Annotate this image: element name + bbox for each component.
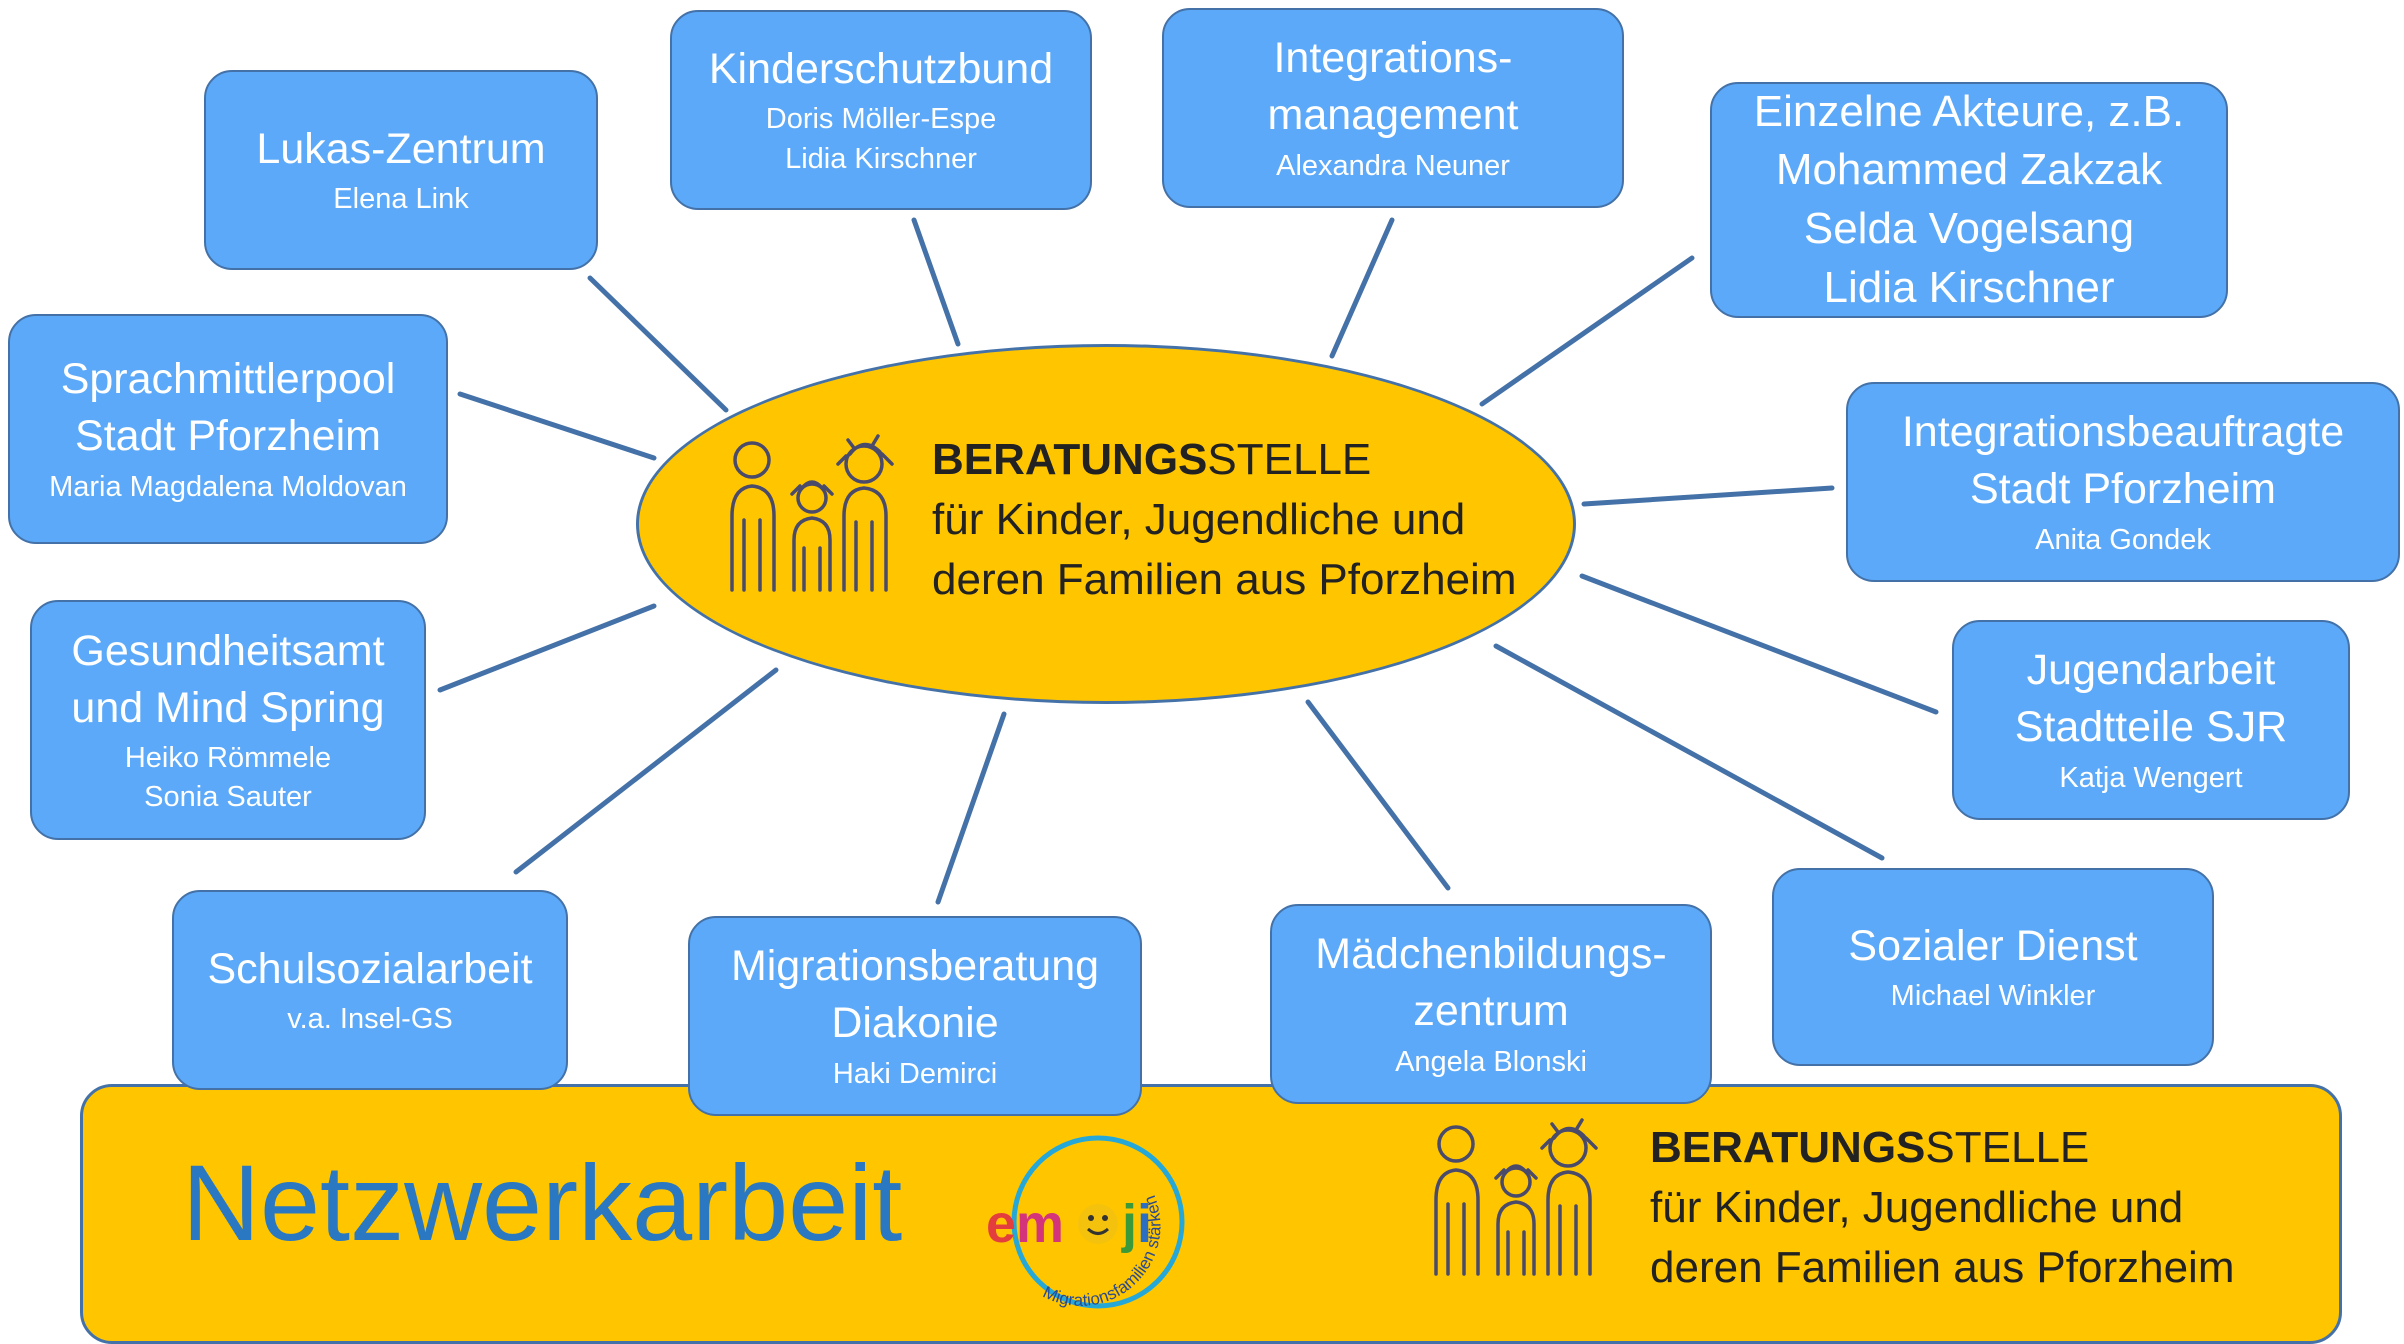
node-people: Michael Winkler (1890, 980, 2096, 1013)
center-title-line2: für Kinder, Jugendliche und (932, 494, 1466, 544)
node-people: Doris Möller-Espe Lidia Kirschner (765, 103, 997, 175)
node-sozialer-dienst: Sozialer Dienst Michael Winkler (1772, 868, 2214, 1066)
node-title: Integrationsbeauftragte Stadt Pforzheim (1901, 408, 2345, 514)
svg-text:em: em (986, 1194, 1064, 1254)
node-title: Integrations- management (1267, 34, 1519, 140)
node-people: Haki Demirci (832, 1057, 998, 1090)
node-einzelne-akteure: Einzelne Akteure, z.B. Mohammed Zakzak S… (1710, 82, 2228, 318)
node-title: Sprachmittlerpool Stadt Pforzheim (60, 355, 396, 461)
node-title: Jugendarbeit Stadtteile SJR (2014, 646, 2288, 752)
node-people: Elena Link (333, 183, 469, 216)
node-people: Angela Blonski (1395, 1045, 1587, 1078)
node-jugendarbeit: Jugendarbeit Stadtteile SJR Katja Wenger… (1952, 620, 2350, 820)
center-title: BERATUNGSSTELLE für Kinder, Jugendliche … (932, 430, 1516, 609)
connector-migrationsberatung (935, 711, 1007, 905)
node-schulsozialarbeit: Schulsozialarbeit v.a. Insel-GS (172, 890, 568, 1090)
banner-heading: Netzwerkarbeit (182, 1142, 903, 1263)
node-title: Gesundheitsamt und Mind Spring (71, 626, 385, 732)
node-migrationsberatung: Migrationsberatung Diakonie Haki Demirci (688, 916, 1142, 1116)
node-title: Kinderschutzbund (708, 45, 1054, 94)
node-kinderschutzbund: Kinderschutzbund Doris Möller-Espe Lidia… (670, 10, 1092, 210)
connector-sprachmittlerpool (457, 391, 657, 461)
node-integrationsmanagement: Integrations- management Alexandra Neune… (1162, 8, 1624, 208)
node-people: Alexandra Neuner (1276, 149, 1510, 182)
center-title-line1: BERATUNGSSTELLE (932, 435, 1372, 484)
node-title: Migrationsberatung Diakonie (730, 942, 1100, 1048)
node-title: Einzelne Akteure, z.B. Mohammed Zakzak S… (1753, 86, 2185, 312)
banner-title-line1: BERATUNGSSTELLE (1650, 1123, 2090, 1172)
connector-sozialer-dienst (1493, 643, 1885, 861)
node-people: Maria Magdalena Moldovan (49, 470, 407, 503)
connector-kinderschutzbund (911, 217, 961, 347)
node-title: Mädchenbildungs- zentrum (1315, 930, 1667, 1036)
node-integrationsbeauftragte: Integrationsbeauftragte Stadt Pforzheim … (1846, 382, 2400, 582)
banner-title-line3: deren Familien aus Pforzheim (1650, 1242, 2235, 1292)
node-people: Heiko Römmele Sonia Sauter (124, 742, 332, 814)
node-people: Anita Gondek (2035, 523, 2211, 556)
family-icon (730, 434, 894, 592)
connector-lukas (587, 275, 729, 413)
node-gesundheitsamt: Gesundheitsamt und Mind Spring Heiko Röm… (30, 600, 426, 840)
node-people: v.a. Insel-GS (287, 1003, 453, 1036)
connector-jugendarbeit (1579, 573, 1939, 715)
banner-title: BERATUNGSSTELLE für Kinder, Jugendliche … (1650, 1118, 2234, 1297)
svg-text:ji: ji (1121, 1194, 1152, 1254)
banner-family-icon (1434, 1118, 1598, 1276)
node-people: Katja Wengert (2059, 761, 2243, 794)
connector-schulsozialarbeit (513, 667, 779, 875)
node-title: Schulsozialarbeit (207, 944, 533, 993)
connector-gesundheitsamt (437, 603, 657, 693)
connector-maedchenbildung (1305, 699, 1451, 891)
connector-integrationsbeauftragte (1581, 485, 1835, 507)
node-title: Sozialer Dienst (1848, 921, 2138, 970)
node-lukas-zentrum: Lukas-Zentrum Elena Link (204, 70, 598, 270)
connector-integrationsmanagement (1329, 217, 1395, 359)
node-maedchenbildungszentrum: Mädchenbildungs- zentrum Angela Blonski (1270, 904, 1712, 1104)
center-ellipse (636, 344, 1576, 704)
connector-einzelne-akteure (1479, 255, 1695, 407)
center-title-line3: deren Familien aus Pforzheim (932, 554, 1517, 604)
node-sprachmittlerpool: Sprachmittlerpool Stadt Pforzheim Maria … (8, 314, 448, 544)
emoji-logo: em ji Migrationsfamilien stärken (986, 1135, 1185, 1310)
node-title: Lukas-Zentrum (256, 124, 546, 173)
banner-title-line2: für Kinder, Jugendliche und (1650, 1182, 2184, 1232)
